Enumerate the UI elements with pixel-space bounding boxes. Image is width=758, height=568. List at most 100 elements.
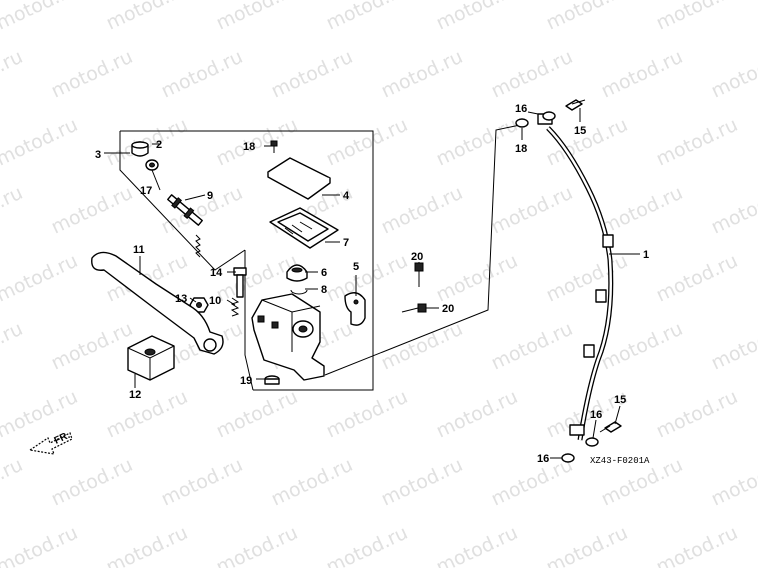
label-part-18-top: 18 <box>243 141 255 153</box>
label-part-11: 11 <box>133 244 145 256</box>
watermark-text: motod.ru <box>653 0 741 35</box>
label-part-6: 6 <box>321 267 327 279</box>
master-cylinder-body <box>251 293 325 381</box>
watermark-text: motod.ru <box>543 250 631 307</box>
watermark-text: motod.ru <box>323 0 411 35</box>
watermark-text: motod.ru <box>48 182 136 239</box>
watermark-text: motod.ru <box>433 114 521 171</box>
label-part-14: 14 <box>210 267 223 279</box>
watermark-text: motod.ru <box>598 318 686 375</box>
watermark-text: motod.ru <box>653 522 741 568</box>
holder-bolt-upper <box>414 262 424 287</box>
piston-kit <box>131 141 203 258</box>
watermark-text: motod.ru <box>0 114 81 171</box>
label-part-19: 19 <box>240 375 252 387</box>
watermark-text: motod.ru <box>48 46 136 103</box>
watermark-text: motod.ru <box>488 182 576 239</box>
part-labels: 3 2 17 9 18 4 7 6 8 5 14 10 13 11 12 19 … <box>95 103 650 466</box>
watermark-text: motod.ru <box>103 0 191 35</box>
label-part-20-lower: 20 <box>442 303 454 315</box>
front-marker-label: FR. <box>53 430 72 447</box>
watermark-text: motod.ru <box>433 386 521 443</box>
watermark-text: motod.ru <box>103 386 191 443</box>
label-part-8: 8 <box>321 284 327 296</box>
watermark-text: motod.ru <box>708 454 758 511</box>
label-part-12: 12 <box>129 389 141 401</box>
lever-holder <box>344 292 366 326</box>
body-screw <box>264 375 280 385</box>
watermark-text: motod.ru <box>488 46 576 103</box>
label-part-7: 7 <box>343 237 349 249</box>
watermark-text: motod.ru <box>268 46 356 103</box>
upper-banjo-hardware <box>515 99 586 128</box>
watermark-text: motod.ru <box>323 522 411 568</box>
holder-bolt-lower <box>401 303 427 313</box>
label-part-17: 17 <box>140 185 152 197</box>
watermark-text: motod.ru <box>158 454 246 511</box>
label-part-3: 3 <box>95 149 101 161</box>
watermark-text: motod.ru <box>0 0 81 35</box>
watermark-text: motod.ru <box>0 318 26 375</box>
watermark-text: motod.ru <box>48 318 136 375</box>
label-part-16-upper: 16 <box>515 103 527 115</box>
leader-lines <box>104 108 640 459</box>
watermark-text: motod.ru <box>48 454 136 511</box>
watermark-text: motod.ru <box>708 46 758 103</box>
label-part-5: 5 <box>353 261 359 273</box>
brake-hose <box>537 113 614 441</box>
label-part-2: 2 <box>156 139 162 151</box>
watermark-text: motod.ru <box>378 46 466 103</box>
front-direction-arrow: FR. <box>28 430 73 455</box>
watermark-text: motod.ru <box>543 114 631 171</box>
label-part-4: 4 <box>343 190 350 202</box>
watermark-text: motod.ru <box>378 182 466 239</box>
watermark-text: motod.ru <box>433 0 521 35</box>
watermark-text: motod.ru <box>158 182 246 239</box>
label-part-16-lower: 16 <box>537 453 549 465</box>
watermark-text: motod.ru <box>488 318 576 375</box>
watermark-text: motod.ru <box>653 250 741 307</box>
label-part-15-lower: 15 <box>614 394 626 406</box>
watermark-text: motod.ru <box>708 318 758 375</box>
watermark-text: motod.ru <box>323 250 411 307</box>
label-part-18-lower: 18 <box>515 143 527 155</box>
diagram-code: XZ43-F0201A <box>590 456 650 466</box>
watermark-text: motod.ru <box>598 182 686 239</box>
watermark-text: motod.ru <box>323 386 411 443</box>
watermark-text: motod.ru <box>653 386 741 443</box>
cap-screw <box>270 140 278 153</box>
watermark-text: motod.ru <box>488 454 576 511</box>
watermark-text: motod.ru <box>213 386 301 443</box>
watermark-text: motod.ru <box>708 182 758 239</box>
stop-switch <box>127 335 175 381</box>
watermark-text: motod.ru <box>653 114 741 171</box>
watermark-text: motod.ru <box>213 0 301 35</box>
label-part-1: 1 <box>643 249 649 261</box>
watermark-text: motod.ru <box>543 0 631 35</box>
watermark-text: motod.ru <box>378 318 466 375</box>
watermark-text: motod.ru <box>0 454 26 511</box>
label-part-20-upper: 20 <box>411 251 423 263</box>
boot-and-circlip <box>286 264 308 295</box>
watermark-text: motod.ru <box>0 522 81 568</box>
watermark-text: motod.ru <box>158 46 246 103</box>
watermark-text: motod.ru <box>268 454 356 511</box>
label-part-15-upper: 15 <box>574 125 586 137</box>
watermark-text: motod.ru <box>323 114 411 171</box>
watermark-text: motod.ru <box>543 522 631 568</box>
watermark-text: motod.ru <box>0 250 81 307</box>
diaphragm-plate <box>269 207 339 249</box>
watermark-text: motod.ru <box>598 46 686 103</box>
watermark-text: motod.ru <box>0 46 26 103</box>
label-part-10: 10 <box>209 295 221 307</box>
label-part-13: 13 <box>175 293 187 305</box>
watermark-text: motod.ru <box>0 182 26 239</box>
lower-banjo-hardware <box>561 421 622 463</box>
watermark-text: motod.ru <box>103 522 191 568</box>
watermark-text: motod.ru <box>213 522 301 568</box>
watermark-text: motod.ru <box>433 522 521 568</box>
watermark-text: motod.ru <box>378 454 466 511</box>
label-part-16-middle: 16 <box>590 409 602 421</box>
